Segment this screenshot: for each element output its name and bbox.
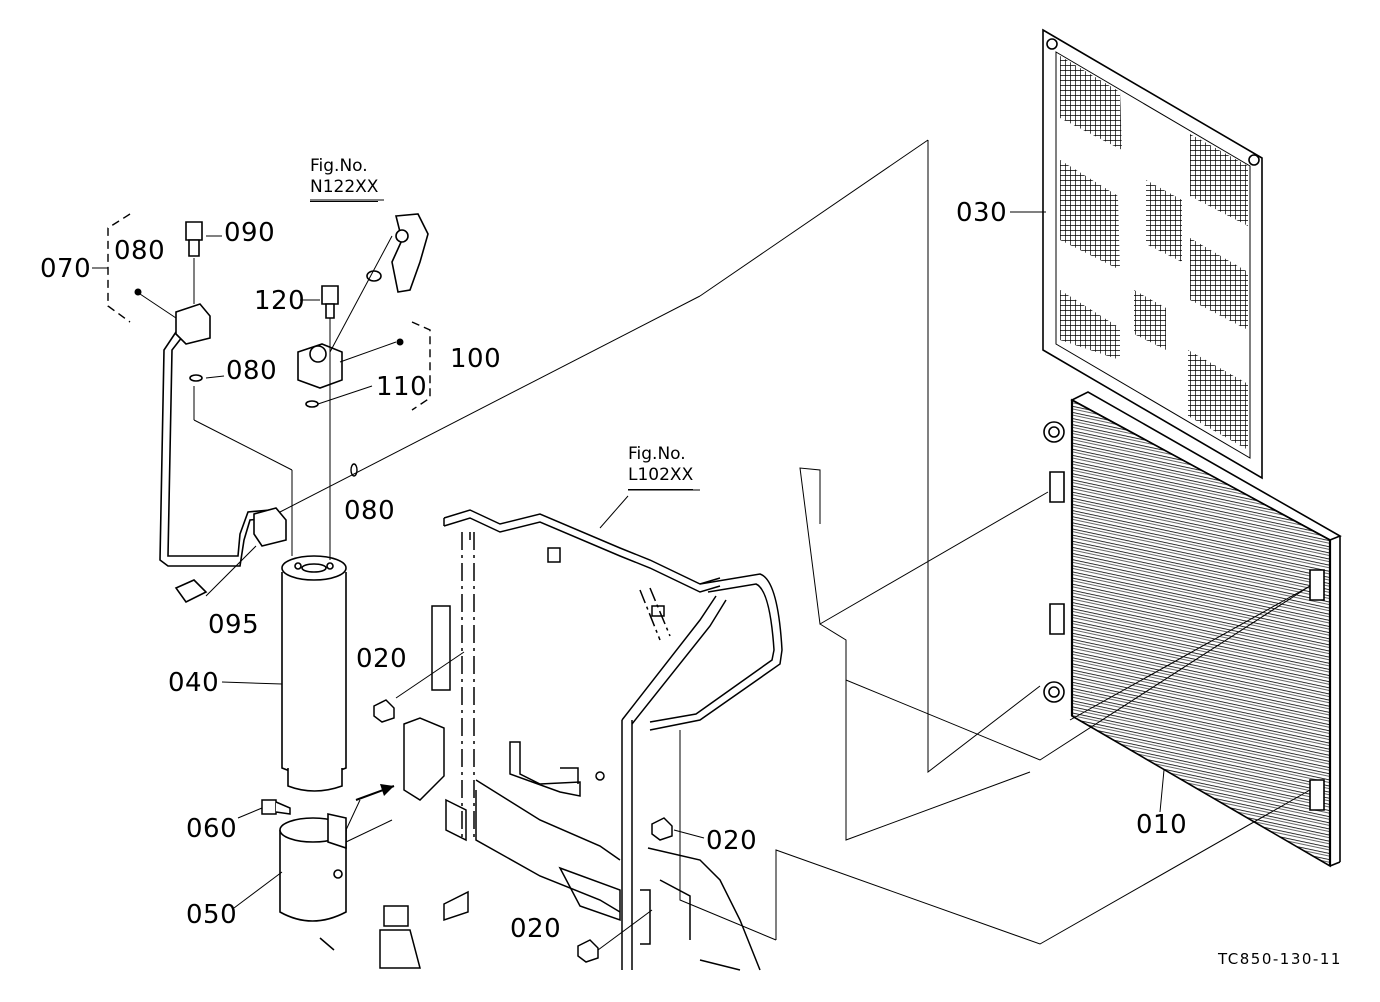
figure-ref-l102xx-caption: Fig.No. xyxy=(628,444,686,464)
part-label-050: 050 xyxy=(186,900,238,930)
part-label-080-low: 080 xyxy=(344,496,396,526)
part-label-020-a: 020 xyxy=(356,644,408,674)
part-label-080-mid: 080 xyxy=(226,356,278,386)
part-label-095: 095 xyxy=(208,610,260,640)
bolts-020 xyxy=(374,700,672,962)
part-label-040: 040 xyxy=(168,668,220,698)
part-label-100: 100 xyxy=(450,344,502,374)
part-label-030: 030 xyxy=(956,198,1008,228)
condenser-screen xyxy=(1043,30,1262,478)
support-frame xyxy=(320,510,782,970)
bolt-060 xyxy=(262,800,290,814)
part-label-060: 060 xyxy=(186,814,238,844)
part-label-020-c: 020 xyxy=(510,914,562,944)
drier-holder xyxy=(280,814,346,921)
part-label-070: 070 xyxy=(40,254,92,284)
figure-ref-n122xx-number: N122XX xyxy=(310,177,379,202)
part-label-120: 120 xyxy=(254,286,306,316)
o-ring-080 xyxy=(351,464,357,476)
figure-ref-n122xx[interactable]: Fig.No. N122XX xyxy=(310,156,379,202)
switch-block-100 xyxy=(298,214,428,407)
part-label-090: 090 xyxy=(224,218,276,248)
figure-ref-l102xx-number: L102XX xyxy=(628,465,694,490)
group-dots xyxy=(134,288,404,346)
part-label-010: 010 xyxy=(1136,810,1188,840)
part-label-020-b: 020 xyxy=(706,826,758,856)
leader-lines xyxy=(92,140,1310,950)
condenser-core xyxy=(1044,392,1340,866)
figure-ref-l102xx[interactable]: Fig.No. L102XX xyxy=(628,444,694,490)
assembly-arrow xyxy=(356,784,394,800)
figure-ref-n122xx-caption: Fig.No. xyxy=(310,156,368,176)
drawing-code: TC850-130-11 xyxy=(1218,950,1342,968)
group-brackets xyxy=(108,214,430,410)
part-label-110: 110 xyxy=(376,372,428,402)
receiver-drier xyxy=(282,556,346,791)
pipe-070 xyxy=(160,222,286,602)
part-label-080-top: 080 xyxy=(114,236,166,266)
